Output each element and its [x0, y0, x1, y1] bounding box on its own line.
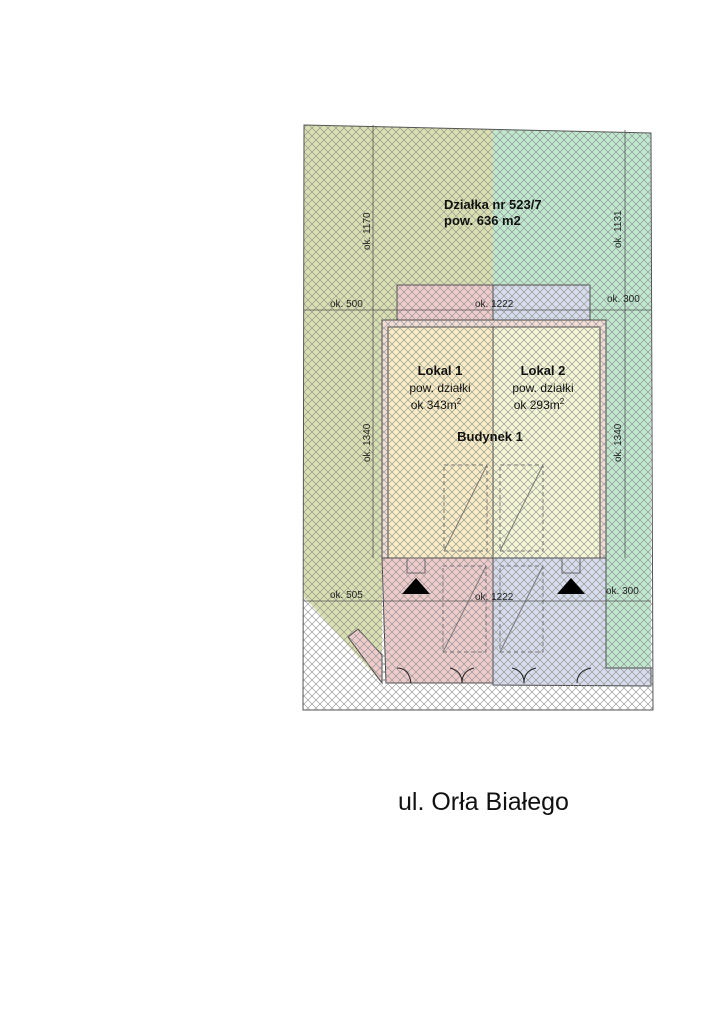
plot-title: Działka nr 523/7: [444, 197, 542, 212]
dim-bottom-right: ok. 300: [606, 586, 639, 597]
entrance-1-icon: [402, 578, 430, 594]
lokal-1-name: Lokal 1: [418, 363, 463, 378]
dim-vert-right-top: ok. 1131: [613, 210, 624, 248]
building-label: Budynek 1: [457, 429, 523, 444]
lokal-2-name: Lokal 2: [521, 363, 566, 378]
svg-text:ok 293m2: ok 293m2: [514, 397, 565, 412]
dim-vert-left-top: ok. 1170: [362, 212, 373, 250]
svg-text:ok 343m2: ok 343m2: [411, 397, 462, 412]
dim-top-left: ok. 500: [330, 299, 363, 310]
lokal-1-label: pow. działki: [409, 381, 470, 395]
lokal-2-label: pow. działki: [512, 381, 573, 395]
lokal-1-area-text: ok 343m: [411, 398, 457, 412]
dim-vert-right-mid: ok. 1340: [613, 423, 624, 462]
dim-top-mid: ok. 1222: [475, 299, 514, 310]
plot-area: pow. 636 m2: [444, 213, 521, 228]
street-name: ul. Orła Białego: [398, 788, 569, 816]
entrance-2-icon: [557, 578, 585, 594]
parking-spots: [442, 464, 544, 653]
dim-bottom-mid: ok. 1222: [475, 592, 514, 603]
dim-bottom-left: ok. 505: [330, 590, 363, 601]
dim-vert-left-mid: ok. 1340: [362, 423, 373, 462]
dim-top-right: ok. 300: [607, 294, 640, 305]
lokal-2-area-text: ok 293m: [514, 398, 560, 412]
gate-icons: [396, 667, 592, 684]
